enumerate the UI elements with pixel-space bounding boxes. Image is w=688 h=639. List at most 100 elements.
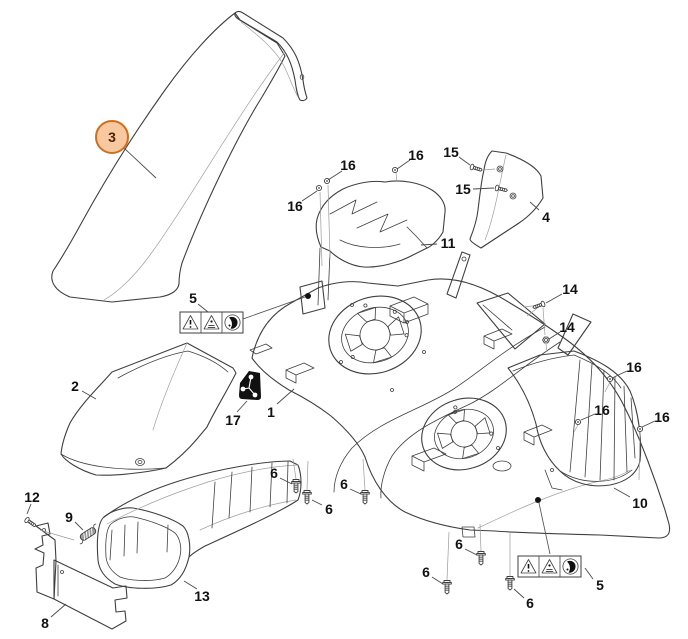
alignment-guide-line	[479, 523, 482, 552]
callout-leader-line	[580, 413, 596, 421]
screw-pan-icon	[315, 184, 323, 192]
mower-deck-housing-drawing	[249, 251, 671, 539]
callout-number-14[interactable]: 14	[559, 319, 575, 335]
callout-leader-line	[548, 331, 561, 340]
screw-hex-icon	[360, 490, 370, 505]
callout-number-16[interactable]: 16	[654, 409, 670, 425]
screw-hex-icon	[476, 551, 486, 566]
label-anchor-line	[538, 502, 551, 555]
alignment-guide-line	[362, 458, 366, 491]
screw-side-icon	[494, 184, 509, 194]
callout-leader-line	[123, 147, 157, 179]
label-anchor-line	[242, 296, 306, 320]
deck-bolt-holes	[339, 303, 554, 472]
callout-leader-line	[301, 190, 318, 202]
alignment-guide-line	[638, 431, 641, 481]
callout-leader-line	[458, 156, 471, 166]
callout-number-12[interactable]: 12	[24, 489, 40, 505]
belt-routing-label-drawing	[239, 371, 261, 400]
callout-number-13[interactable]: 13	[194, 588, 210, 604]
callout-leader-line	[611, 370, 628, 379]
callout-number-5[interactable]: 5	[189, 290, 197, 306]
callout-number-16[interactable]: 16	[408, 147, 424, 163]
callout-number-3[interactable]: 3	[108, 129, 116, 145]
alignment-guide-line	[39, 529, 75, 541]
callout-leader-line	[81, 390, 97, 400]
callout-number-14[interactable]: 14	[562, 281, 578, 297]
selected-callout-circle[interactable]	[95, 120, 129, 154]
alignment-guide-line	[542, 307, 546, 336]
callout-leader-line	[183, 580, 198, 590]
callout-leader-line	[513, 588, 525, 599]
callout-number-16[interactable]: 16	[594, 402, 610, 418]
screw-pan-icon	[636, 425, 644, 433]
callout-number-6[interactable]: 6	[270, 465, 278, 481]
screw-side-icon	[531, 300, 547, 311]
warning-label-strip	[179, 311, 244, 334]
callout-number-4[interactable]: 4	[542, 209, 550, 225]
label-position-dot	[305, 293, 311, 299]
callout-number-10[interactable]: 10	[632, 495, 648, 511]
callout-leader-line	[396, 159, 411, 170]
screw-pan-icon	[574, 418, 582, 426]
callout-leader-line	[311, 499, 323, 506]
belt-cover-drawing	[299, 180, 446, 315]
screw-hex-icon	[442, 580, 452, 595]
callout-number-2[interactable]: 2	[71, 378, 79, 394]
grass-catcher-insert-drawing	[60, 342, 237, 476]
deck-brackets-drawing	[249, 296, 553, 472]
alignment-guide-line	[395, 172, 398, 183]
alignment-guide-line	[545, 343, 548, 353]
callout-leader-line	[613, 487, 631, 498]
callout-leader-line	[641, 420, 656, 428]
callout-number-16[interactable]: 16	[340, 157, 356, 173]
alignment-guide-line	[319, 191, 323, 267]
callout-number-8[interactable]: 8	[41, 615, 49, 631]
alignment-guide-line	[482, 168, 496, 171]
callout-leader-line	[74, 521, 84, 531]
callout-number-5[interactable]: 5	[596, 577, 604, 593]
callout-number-6[interactable]: 6	[455, 536, 463, 552]
screw-side-icon	[469, 163, 484, 174]
callout-number-16[interactable]: 16	[626, 359, 642, 375]
callout-leader-line	[349, 488, 362, 495]
alignment-guide-line	[573, 424, 579, 433]
screw-pan-icon	[391, 166, 399, 174]
alignment-guide-line	[306, 460, 309, 491]
screw-hex-icon	[302, 490, 312, 505]
rear-deflector-drawing	[469, 150, 544, 249]
callout-leader-line	[464, 548, 478, 556]
callout-number-6[interactable]: 6	[422, 564, 430, 580]
discharge-chute-drawing	[51, 10, 308, 303]
screw-side-icon	[23, 516, 38, 529]
callout-leader-line	[529, 201, 540, 211]
callout-leader-line	[276, 388, 295, 405]
callout-leader-line	[26, 503, 32, 515]
callout-number-11[interactable]: 11	[441, 235, 456, 251]
alignment-guide-line	[446, 531, 450, 581]
callout-number-15[interactable]: 15	[443, 144, 459, 160]
callout-number-16[interactable]: 16	[287, 198, 303, 214]
callout-number-6[interactable]: 6	[325, 501, 333, 517]
callout-number-17[interactable]: 17	[225, 412, 241, 428]
callout-leader-line	[584, 567, 594, 580]
alignment-guide-line	[292, 458, 297, 480]
callout-number-9[interactable]: 9	[65, 509, 73, 525]
screw-hex-icon	[505, 576, 515, 591]
mulch-cover-drawing	[96, 460, 302, 589]
side-discharge-cover-drawing	[507, 350, 642, 491]
callout-number-15[interactable]: 15	[455, 181, 471, 197]
callout-leader-line	[420, 243, 438, 246]
left-spindle-drawing	[328, 295, 422, 375]
screw-pan-icon	[606, 375, 614, 383]
callout-number-6[interactable]: 6	[526, 595, 534, 611]
label-position-dot	[535, 497, 541, 503]
callout-leader-line	[431, 576, 444, 585]
callout-leader-line	[545, 293, 563, 304]
right-spindle-drawing	[421, 397, 507, 471]
callout-number-6[interactable]: 6	[340, 476, 348, 492]
callout-leader-line	[279, 477, 293, 485]
callout-leader-line	[197, 303, 209, 313]
callout-number-1[interactable]: 1	[267, 404, 275, 420]
